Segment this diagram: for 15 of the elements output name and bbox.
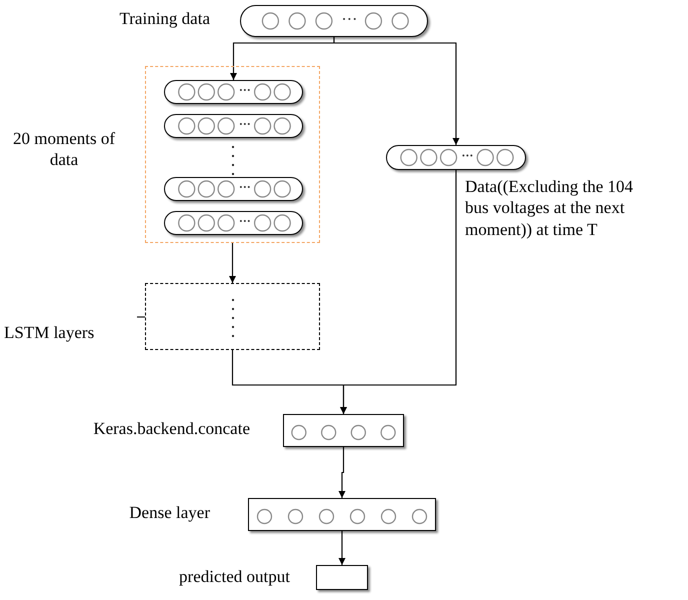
layer-caption: Data((Excluding the 104 bus voltages at the next moment)) at time T	[465, 176, 634, 240]
layer-caption: Dense layer	[128, 502, 210, 524]
layer-caption: predicted output	[178, 566, 290, 588]
layer-caption: 20 moments of data	[12, 128, 116, 170]
arrow	[333, 37, 460, 145]
layer-caption: LSTM layers	[4, 322, 96, 344]
dashed-group-box	[145, 283, 320, 350]
layer-caption: Training data	[118, 8, 210, 30]
layer-caption: Keras.backend.concate	[92, 418, 250, 440]
dashed-group-box	[145, 66, 320, 243]
arrow	[229, 243, 236, 283]
arrow	[340, 170, 457, 414]
layer-box	[316, 565, 368, 590]
arrow	[338, 447, 346, 498]
arrow	[338, 531, 346, 565]
